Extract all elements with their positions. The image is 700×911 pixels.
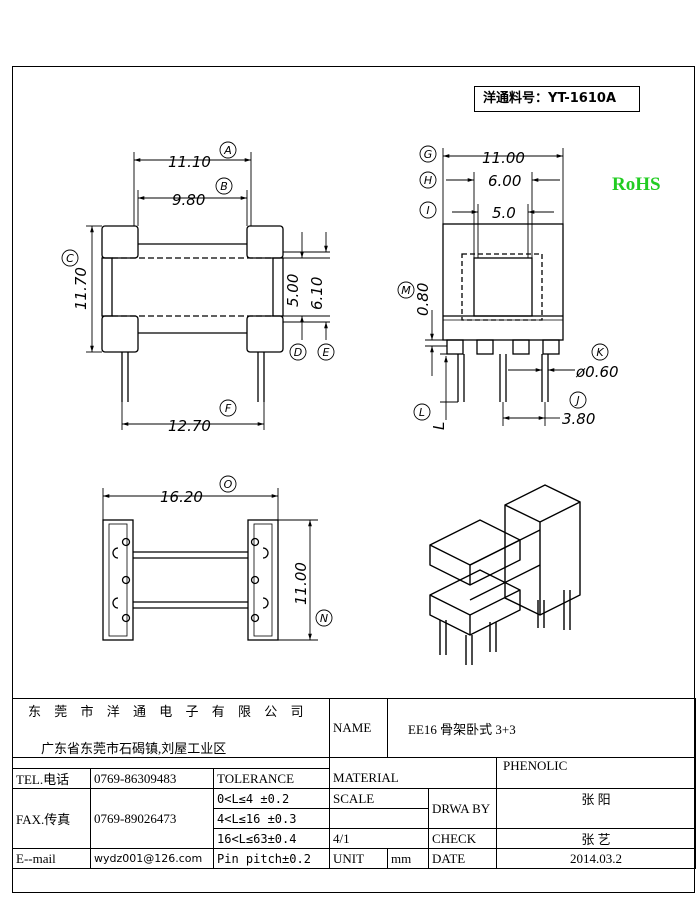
dim-f: 12.70 — [168, 417, 211, 435]
drawn-value: 张 阳 — [496, 788, 697, 829]
tolerance-1: 0<L≤4 ±0.2 — [212, 788, 331, 809]
tolerance-3: 16<L≤63±0.4 — [212, 828, 331, 849]
label-c: C — [66, 252, 74, 265]
label-n: N — [320, 612, 328, 625]
material-value: PHENOLIC — [496, 757, 697, 789]
fax-label: FAX.传真 — [12, 788, 91, 849]
fax-value: 0769-89026473 — [90, 788, 214, 849]
company-address: 广东省东莞市石碣镇,刘屋工业区 — [41, 741, 227, 756]
dim-a: 11.10 — [168, 153, 211, 171]
label-f: F — [225, 402, 232, 415]
technical-drawing: 11.10 9.80 11.70 5.00 6.10 12.70 11.00 6… — [61, 141, 619, 665]
email-label: E--mail — [12, 848, 91, 869]
label-i: I — [426, 204, 429, 217]
company-cell: 东 莞 市 洋 通 电 子 有 限 公 司 广东省东莞市石碣镇,刘屋工业区 — [11, 698, 331, 758]
label-k: K — [596, 346, 604, 359]
unit-value: mm — [387, 848, 430, 869]
label-o: O — [224, 478, 233, 491]
date-value: 2014.03.2 — [496, 848, 697, 869]
scale-value: 4/1 — [329, 828, 430, 849]
dim-j: 3.80 — [562, 410, 595, 428]
rohs-mark: RoHS — [612, 174, 661, 195]
bottom-view — [102, 519, 279, 641]
label-j: J — [574, 394, 579, 407]
dim-n: 11.00 — [292, 562, 310, 605]
label-b: B — [220, 180, 228, 193]
dim-i: 5.0 — [492, 204, 516, 222]
label-e: E — [323, 346, 330, 359]
dim-b: 9.80 — [172, 191, 205, 209]
spacer — [11, 757, 331, 769]
label-a: A — [223, 144, 232, 157]
label-m: M — [401, 284, 411, 297]
material-spacer — [329, 757, 498, 769]
unit-label: UNIT — [329, 848, 389, 869]
company-name: 东 莞 市 洋 通 电 子 有 限 公 司 — [28, 704, 309, 719]
dim-k: ø0.60 — [575, 363, 619, 381]
tolerance-4: Pin pitch±0.2 — [212, 848, 331, 869]
drawing-frame — [12, 66, 695, 893]
label-g: G — [424, 148, 433, 161]
scale-label: SCALE — [329, 788, 430, 809]
check-value: 张 艺 — [496, 828, 697, 849]
side-view — [442, 223, 564, 402]
label-h: H — [424, 174, 432, 187]
dim-e: 6.10 — [308, 277, 326, 310]
tolerance-label: TOLERANCE — [212, 768, 331, 789]
dim-g: 11.00 — [482, 149, 525, 167]
front-view — [101, 225, 284, 402]
dim-o: 16.20 — [160, 488, 203, 506]
title-block: 东 莞 市 洋 通 电 子 有 限 公 司 广东省东莞市石碣镇,刘屋工业区 NA… — [11, 698, 697, 869]
dim-d: 5.00 — [284, 274, 302, 307]
name-value: EE16 骨架卧式 3+3 — [387, 698, 697, 758]
name-label: NAME — [329, 698, 389, 758]
dim-c: 11.70 — [72, 267, 90, 310]
check-label: CHECK — [428, 828, 498, 849]
label-d: D — [294, 346, 302, 359]
tel-label: TEL.电话 — [12, 768, 91, 789]
tolerance-2: 4<L≤16 ±0.3 — [212, 808, 331, 829]
drawn-label: DRWA BY — [428, 788, 498, 829]
dim-h: 6.00 — [488, 172, 521, 190]
material-label: MATERIAL — [329, 768, 498, 789]
email-value: wydz001@126.com — [90, 848, 214, 869]
label-l: L — [419, 406, 425, 419]
scale-empty — [329, 808, 430, 829]
date-label: DATE — [428, 848, 498, 869]
tel-value: 0769-86309483 — [90, 768, 214, 789]
part-number: 洋通料号：YT-1610A — [474, 86, 640, 112]
dim-l: L — [430, 422, 448, 430]
isometric-view — [429, 484, 581, 665]
dim-m: 0.80 — [414, 283, 432, 316]
